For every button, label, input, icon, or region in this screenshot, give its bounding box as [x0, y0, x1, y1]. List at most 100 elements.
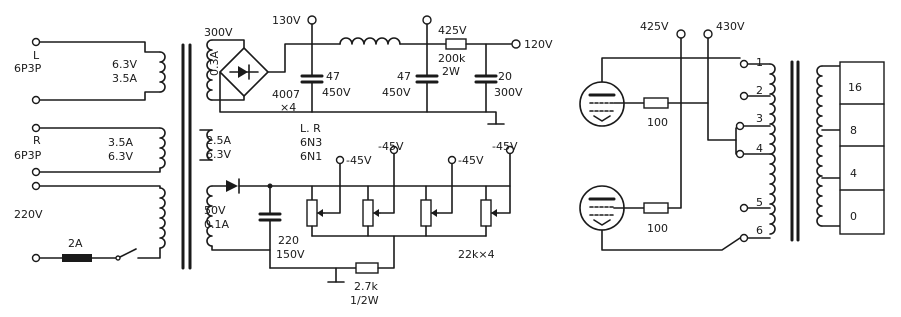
wire-top-plate — [601, 57, 741, 83]
label-120v: 120V — [524, 38, 553, 51]
label-bias-tap-4: -45V — [492, 140, 518, 153]
wire-fil-r-bottom — [39, 167, 161, 173]
potentiometer-3 — [420, 155, 457, 237]
label-filament-l-tube: 6P3P — [14, 62, 42, 75]
ground-bus — [311, 111, 497, 125]
label-tap-3: 3 — [756, 112, 763, 125]
tap-4[interactable] — [735, 149, 745, 159]
label-driver-voltage: 6.3V — [206, 148, 231, 161]
filament-r-circuit: R 6P3P 3.5A 6.3V — [14, 123, 161, 177]
driver-heater: 2.5A 6.3V L. R 6N3 6N1 — [199, 122, 322, 163]
speaker-tap-8-label[interactable]: 8 — [850, 124, 857, 137]
potentiometer-4 — [480, 145, 515, 237]
potentiometer-1 — [306, 155, 345, 237]
output-secondary-winding — [816, 65, 823, 227]
tap-1[interactable] — [739, 59, 749, 69]
label-res-2w: 2W — [442, 65, 460, 78]
wire-bridge-plus — [267, 43, 313, 73]
tap-3[interactable] — [735, 121, 745, 131]
label-rectifier: 4007 — [272, 88, 300, 101]
terminal-mains-top — [31, 181, 41, 191]
label-filament-r-current: 3.5A — [108, 136, 133, 149]
mains-circuit: 220V 2A — [14, 181, 161, 263]
resistor-2k7 — [355, 262, 379, 274]
label-driver-lr: L. R — [300, 122, 321, 135]
resistor-grid-top — [643, 97, 669, 109]
label-driver-tube1: 6N3 — [300, 136, 322, 149]
primary-winding — [159, 187, 166, 249]
terminal-425v — [422, 15, 432, 25]
label-hv-winding: 300V — [204, 26, 233, 39]
label-grid-res-bottom: 100 — [647, 222, 668, 235]
resistor-grid-bottom — [643, 202, 669, 214]
label-bplus-425: 425V — [640, 20, 669, 33]
label-cap1-value: 47 — [326, 70, 340, 83]
terminal-mains-bottom — [31, 253, 41, 263]
power-transformer — [159, 39, 213, 270]
filament-l-winding — [159, 51, 166, 93]
choke-inductor — [339, 37, 401, 45]
label-filament-l: L — [33, 49, 40, 62]
label-tap-4: 4 — [756, 142, 763, 155]
label-130v: 130V — [272, 14, 301, 27]
label-bias-winding-a: 0.1A — [204, 218, 229, 231]
label-bias-tap-1: -45V — [346, 154, 372, 167]
terminal-120v — [511, 39, 521, 49]
mains-switch — [117, 248, 137, 259]
label-filament-r: R — [33, 134, 41, 147]
bias-return-b — [377, 235, 395, 269]
label-mains-voltage: 220V — [14, 208, 43, 221]
label-res-half-watt: 1/2W — [350, 294, 379, 307]
label-driver-tube2: 6N1 — [300, 150, 322, 163]
tap-5[interactable] — [739, 203, 749, 213]
label-tap-6: 6 — [756, 224, 763, 237]
terminal-l-top — [31, 37, 41, 47]
bias-winding — [206, 185, 213, 247]
terminal-430v-out — [703, 29, 713, 39]
label-fuse-rating: 2A — [68, 237, 83, 250]
wire-430v-feed — [707, 37, 737, 141]
label-pot-22k: 22k×4 — [458, 248, 495, 261]
speaker-tap-4-label[interactable]: 4 — [850, 167, 857, 180]
label-bias-cap-value: 220 — [278, 234, 299, 247]
label-bias-tap-3: -45V — [458, 154, 484, 167]
speaker-terminal-block — [839, 61, 885, 235]
potentiometer-2 — [362, 145, 399, 237]
label-cap3-voltage: 300V — [494, 86, 523, 99]
output-primary-winding — [769, 63, 776, 235]
tap-2[interactable] — [739, 91, 749, 101]
terminal-r-top — [31, 123, 41, 133]
wire-bias-bottom — [211, 245, 271, 251]
filament-r-winding — [159, 127, 166, 169]
label-tap-5: 5 — [756, 196, 763, 209]
speaker-tap-0-label[interactable]: 0 — [850, 210, 857, 223]
bridge-diode-symbol — [238, 66, 248, 78]
label-hv-current: 0.3A — [208, 51, 221, 76]
bridge-rectifier — [219, 47, 269, 97]
tap-6[interactable] — [739, 233, 749, 243]
wire-bottom-grid-b — [667, 37, 682, 209]
bias-supply: 50V 0.1A 220 150V 2.7k 1/2W — [204, 140, 518, 307]
label-cap1-voltage: 450V — [322, 86, 351, 99]
wire-hv-bottom — [211, 95, 245, 101]
output-stage: 425V 430V 100 100 — [579, 20, 885, 251]
label-filament-l-current: 3.5A — [112, 72, 137, 85]
terminal-130v — [307, 15, 317, 25]
switch-pivot — [115, 255, 121, 261]
label-filament-r-voltage: 6.3V — [108, 150, 133, 163]
label-bias-tap-2: -45V — [378, 140, 404, 153]
label-cap3-value: 20 — [498, 70, 512, 83]
wire-mains-top — [39, 185, 161, 189]
wire-fil-l-bottom — [39, 91, 161, 101]
wire-bottom-plate — [601, 229, 741, 251]
label-tap-2: 2 — [756, 84, 763, 97]
hv-supply: 300V 0.3A 4007 ×4 130V 120V 425V 200k 2W — [204, 14, 553, 125]
speaker-tap-16-label[interactable]: 16 — [848, 81, 862, 94]
output-tube-top — [579, 81, 625, 127]
label-bias-winding-v: 50V — [204, 204, 226, 217]
resistor-200k — [445, 38, 467, 50]
terminal-l-bottom — [31, 95, 41, 105]
label-425v-node: 425V — [438, 24, 467, 37]
hv-secondary-winding — [206, 39, 213, 101]
